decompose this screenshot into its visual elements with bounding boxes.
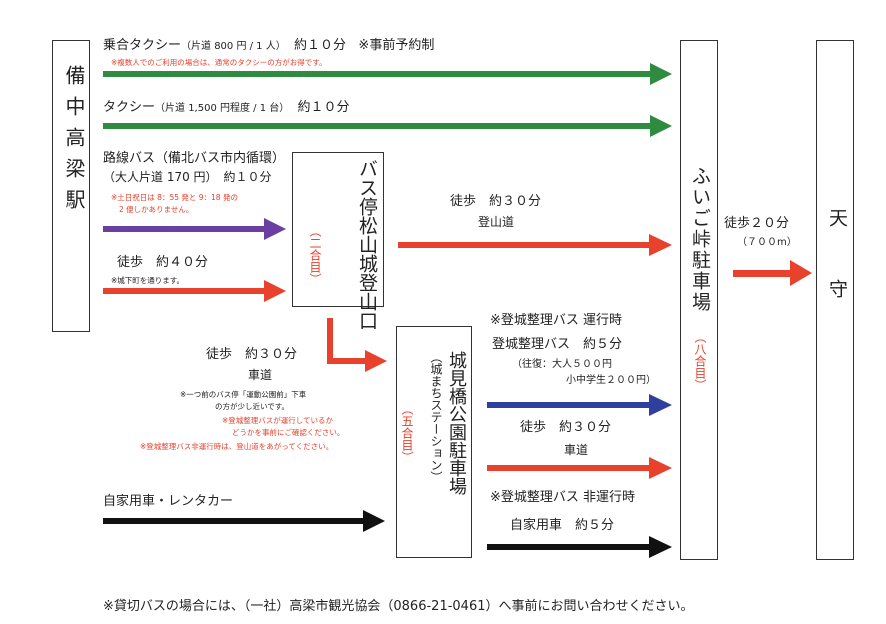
taxi-arrow xyxy=(103,115,672,137)
walk-road-note1: ※一つ前のバス停「運動公園前」下車 xyxy=(180,390,307,399)
route-bus-line1: 路線バス（備北バス市内循環） xyxy=(103,151,286,166)
node-bus-stop-level: （二合目） xyxy=(308,225,322,285)
route-bus-arrow xyxy=(103,218,286,240)
walk-road-sub: 車道 xyxy=(248,368,273,382)
shared-taxi-arrow xyxy=(103,63,672,85)
walk-road-note5: ※登城整理バス非運行時は、登山道をあがってください。 xyxy=(140,442,334,451)
walk-road-note2: の方が少し近いです。 xyxy=(215,402,290,411)
route-bus-sub2: 2 便しかありません。 xyxy=(119,205,194,214)
walk-road2-label: 徒歩 約３０分 xyxy=(520,420,612,435)
walk-road2-sub: 車道 xyxy=(564,443,589,457)
node-bitchu-takahashi-station: 備中高梁駅 xyxy=(52,40,90,332)
walk-road-arrow xyxy=(327,318,387,372)
node-fuigo-pass-label: ふいご峠駐車場 xyxy=(689,166,711,313)
walk-final-arrow xyxy=(733,260,812,286)
footer-note: ※貸切バスの場合には、（一社）高梁市観光協会（0866-21-0461）へ事前に… xyxy=(103,599,694,614)
taxi-label: タクシー（片道 1,500 円程度 / 1 台） 約１０分 xyxy=(103,100,350,116)
walk-final-sub: （７００m） xyxy=(737,237,797,248)
node-bus-stop: バス停松山城登山口 （二合目） xyxy=(292,152,384,330)
walk-station-sub: ※城下町を通ります。 xyxy=(111,276,185,285)
walk-trail-sub: 登山道 xyxy=(478,215,515,229)
walk-trail-label: 徒歩 約３０分 xyxy=(450,194,542,209)
shuttle-off-header: ※登城整理バス 非運行時 xyxy=(490,490,636,505)
node-fuigo-pass-parking: ふいご峠駐車場 （八合目） xyxy=(680,40,718,560)
shared-taxi-name: 乗合タクシー xyxy=(103,38,182,53)
taxi-detail: （片道 1,500 円程度 / 1 台） xyxy=(155,103,290,114)
node-shiromi-park-label: 城見橋公園駐車場 xyxy=(446,351,467,495)
shared-taxi-detail: （片道 800 円 / 1 人） xyxy=(181,41,286,52)
node-shiromi-park-level: （五合目） xyxy=(400,403,414,463)
node-shiromi-park: 城見橋公園駐車場 （城まちステーション） （五合目） xyxy=(396,326,472,558)
node-fuigo-pass-level: （八合目） xyxy=(693,331,707,391)
shared-taxi-label: 乗合タクシー（片道 800 円 / 1 人） 約１０分 ※事前予約制 xyxy=(103,38,434,54)
own-car-arrow xyxy=(103,510,385,532)
node-shiromi-park-sub: （城まちステーション） xyxy=(429,351,443,483)
shared-taxi-sub: ※複数人でのご利用の場合は、通常のタクシーの方がお得です。 xyxy=(111,58,327,67)
shared-taxi-time: 約１０分 xyxy=(294,38,347,53)
walk-station-label: 徒歩 約４０分 xyxy=(117,255,209,270)
walk-road-note3: ※登城整理バスが運行しているか xyxy=(222,416,334,425)
walk-road-note4: どうかを事前にご確認ください。 xyxy=(232,428,345,437)
node-bitchu-takahashi-label: 備中高梁駅 xyxy=(62,65,86,220)
shuttle-header: ※登城整理バス 運行時 xyxy=(490,313,623,328)
route-bus-line2: （大人片道 170 円） 約１０分 xyxy=(103,170,272,184)
shuttle-fare2: 小中学生２００円） xyxy=(566,375,656,386)
own-car-shiromi-arrow xyxy=(487,536,672,558)
taxi-time: 約１０分 xyxy=(297,100,350,115)
walk-road2-arrow xyxy=(487,457,672,479)
node-tenshu-label: 天守 xyxy=(826,208,848,350)
walk-station-arrow xyxy=(103,280,286,302)
walk-road-label: 徒歩 約３０分 xyxy=(206,347,298,362)
walk-final-label: 徒歩２０分 xyxy=(724,216,790,231)
shuttle-label: 登城整理バス 約５分 xyxy=(492,337,623,352)
shuttle-off-label: 自家用車 約５分 xyxy=(510,518,615,533)
shuttle-bus-arrow xyxy=(487,394,672,416)
taxi-name: タクシー xyxy=(103,100,156,115)
node-tenshu: 天守 xyxy=(816,40,854,560)
shared-taxi-note: ※事前予約制 xyxy=(358,38,435,53)
own-car-label: 自家用車・レンタカー xyxy=(103,494,234,509)
route-bus-sub1: ※土日祝日は 8：55 発と 9：18 発の xyxy=(111,193,238,202)
shuttle-fare1: （往復：大人５００円 xyxy=(512,359,612,370)
walk-trail-arrow xyxy=(398,234,672,256)
node-bus-stop-label: バス停松山城登山口 xyxy=(356,159,378,330)
